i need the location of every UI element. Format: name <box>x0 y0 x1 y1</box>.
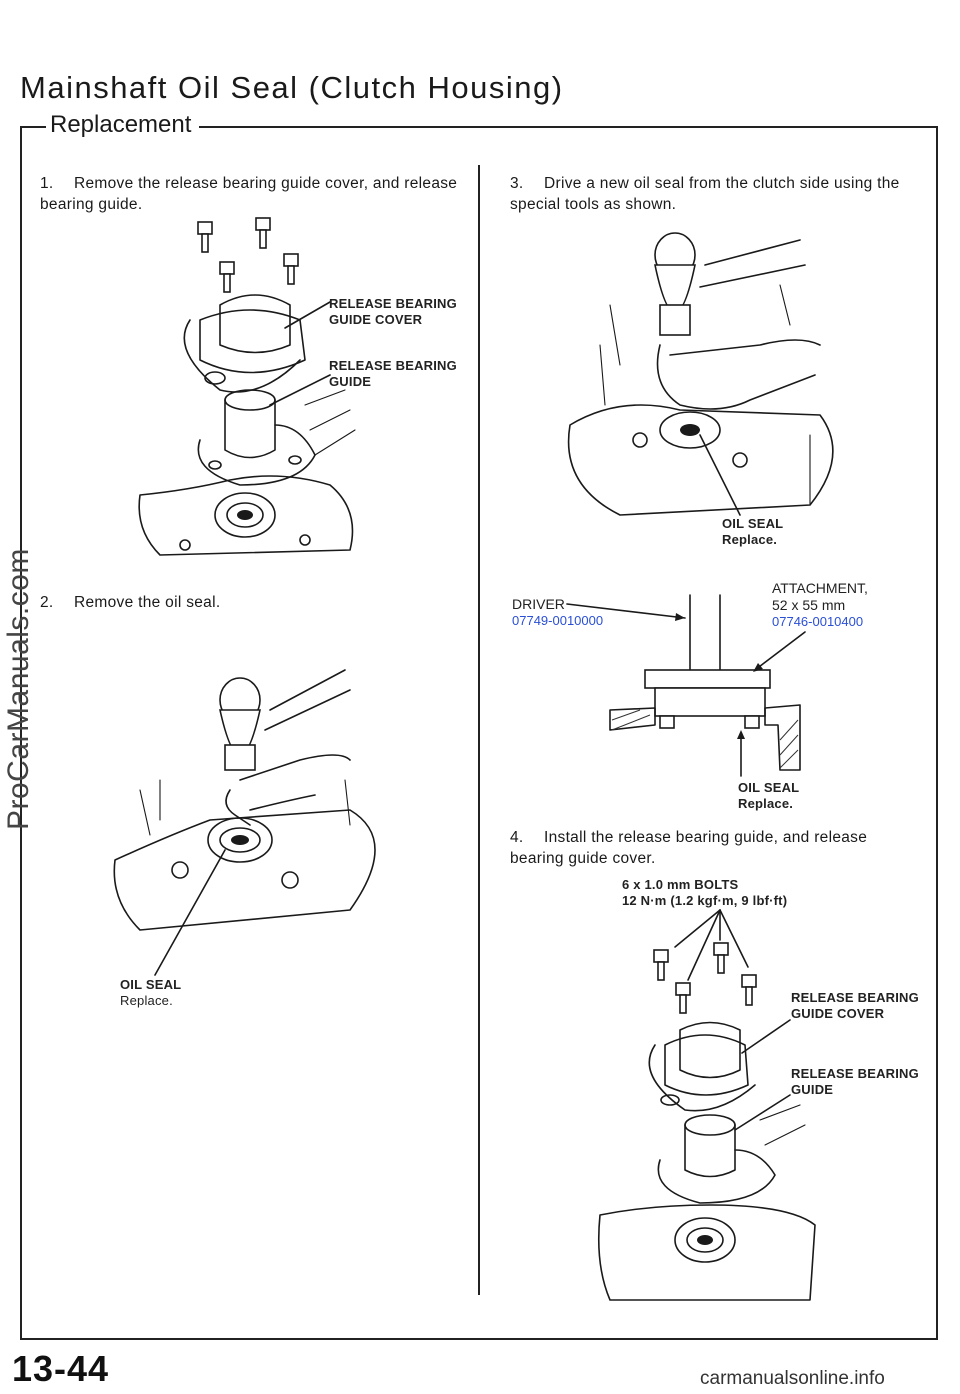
hammer-removal-illustration <box>113 669 376 976</box>
label-note: Replace. <box>722 532 778 547</box>
figure-drive-new-seal <box>560 225 930 535</box>
label-oil-seal-step3: OIL SEAL Replace. <box>722 516 783 548</box>
step-3-text: Drive a new oil seal from the clutch sid… <box>510 175 900 213</box>
page-title: Mainshaft Oil Seal (Clutch Housing) <box>20 70 564 105</box>
driver-leader-line <box>566 603 686 621</box>
column-divider <box>478 165 480 1295</box>
label-bolts-spec: 6 x 1.0 mm BOLTS 12 N·m (1.2 kgf·m, 9 lb… <box>622 877 787 909</box>
label-attachment-size: 52 x 55 mm <box>772 597 846 613</box>
figure-remove-guide-cover <box>130 210 470 580</box>
label-driver: DRIVER <box>512 596 565 612</box>
step-1: 1.Remove the release bearing guide cover… <box>40 173 460 215</box>
section-heading: Replacement <box>46 111 200 139</box>
step-1-number: 1. <box>40 175 54 192</box>
install-guide-illustration <box>598 909 816 1301</box>
content-frame <box>20 126 938 1340</box>
drive-seal-illustration <box>567 232 834 516</box>
attachment-leader-line <box>753 631 806 672</box>
label-line: GUIDE <box>791 1082 834 1097</box>
label-oil-seal-step2: OIL SEAL Replace. <box>120 977 181 1009</box>
label-oil-seal-driver: OIL SEAL Replace. <box>738 780 799 812</box>
label-line: 12 N·m (1.2 kgf·m, 9 lbf·ft) <box>622 893 788 908</box>
label-install-guide: RELEASE BEARING GUIDE <box>791 1066 919 1098</box>
label-release-bearing-guide: RELEASE BEARING GUIDE <box>329 358 457 390</box>
step-2: 2. Remove the oil seal. <box>40 592 460 613</box>
driver-section-illustration <box>609 594 801 771</box>
label-note: Replace. <box>738 796 794 811</box>
bolt-icon <box>653 942 757 1014</box>
bolt-icon <box>197 217 299 293</box>
figure-driver-section <box>600 590 810 785</box>
label-line: RELEASE BEARING <box>329 358 457 373</box>
page-number: 13-44 <box>12 1348 110 1389</box>
label-release-bearing-guide-cover: RELEASE BEARING GUIDE COVER <box>329 296 457 328</box>
label-line: RELEASE BEARING <box>791 990 919 1005</box>
label-driver-part-number: 07749-0010000 <box>512 613 604 628</box>
label-attachment: ATTACHMENT, <box>772 580 868 596</box>
step-4-text: Install the release bearing guide, and r… <box>510 829 868 867</box>
step-4: 4.Install the release bearing guide, and… <box>510 827 920 869</box>
label-line: OIL SEAL <box>120 977 182 992</box>
label-line: GUIDE <box>329 374 372 389</box>
step-2-text: Remove the oil seal. <box>74 594 221 611</box>
label-line: OIL SEAL <box>722 516 784 531</box>
watermark: ProCarManuals.com <box>2 548 35 830</box>
label-install-guide-cover: RELEASE BEARING GUIDE COVER <box>791 990 919 1022</box>
figure-install-guide <box>590 905 830 1305</box>
step-3: 3.Drive a new oil seal from the clutch s… <box>510 173 920 215</box>
seal-leader-line <box>737 730 745 777</box>
step-2-number: 2. <box>40 594 54 611</box>
label-line: RELEASE BEARING <box>791 1066 919 1081</box>
figure-remove-oil-seal <box>100 660 460 980</box>
step-3-number: 3. <box>510 175 524 192</box>
label-line: 6 x 1.0 mm BOLTS <box>622 877 739 892</box>
label-note: Replace. <box>120 993 173 1008</box>
label-line: GUIDE COVER <box>329 312 423 327</box>
label-line: RELEASE BEARING <box>329 296 457 311</box>
label-line: OIL SEAL <box>738 780 800 795</box>
label-line: GUIDE COVER <box>791 1006 885 1021</box>
label-attachment-part-number: 07746-0010400 <box>772 614 864 629</box>
site-watermark: carmanualsonline.info <box>700 1368 885 1389</box>
step-4-number: 4. <box>510 829 524 846</box>
exploded-guide-illustration <box>138 217 356 556</box>
step-1-text: Remove the release bearing guide cover, … <box>40 175 458 213</box>
